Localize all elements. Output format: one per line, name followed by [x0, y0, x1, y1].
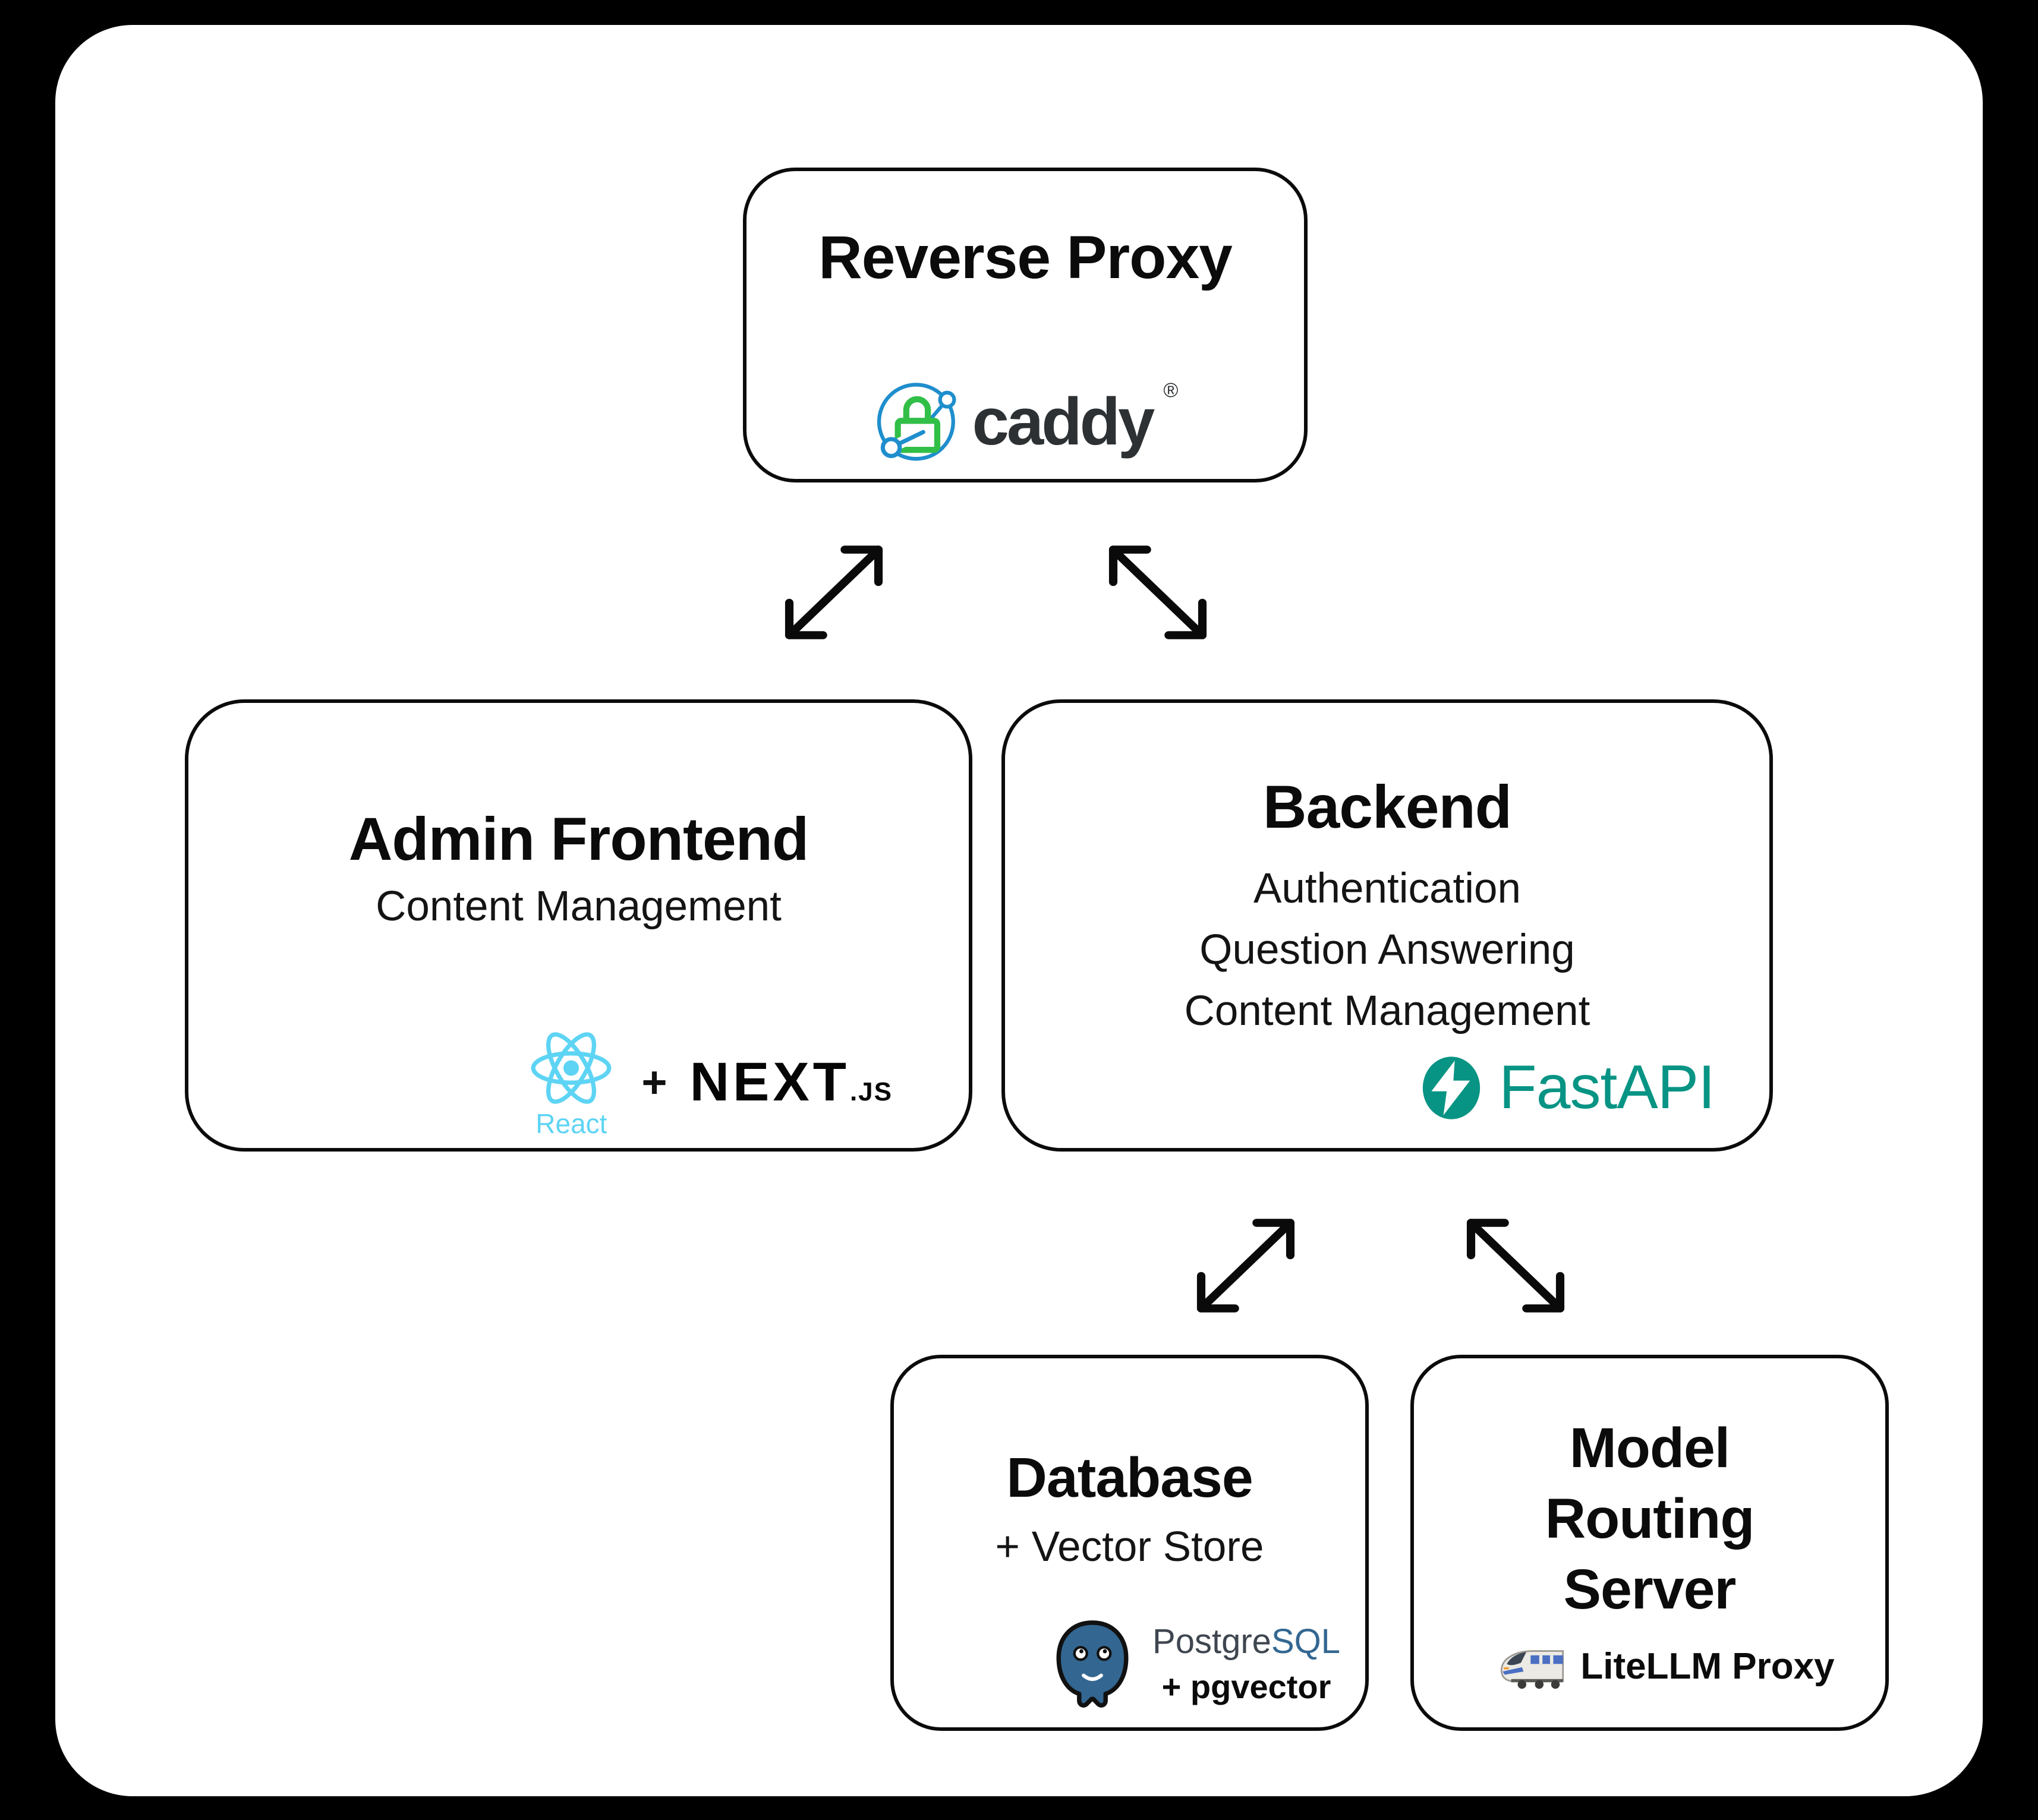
- node-reverse-proxy: Reverse Proxy caddy ®: [743, 168, 1308, 482]
- arrow-backend-database: [1196, 1219, 1295, 1313]
- database-subtitle: + Vector Store: [995, 1523, 1264, 1570]
- backend-feature: Authentication: [1253, 865, 1521, 913]
- bullet-train-icon: [1501, 1650, 1564, 1689]
- postgresql-logo: PostgreSQL + pgvector: [1048, 1617, 1365, 1711]
- admin-frontend-title: Admin Frontend: [348, 805, 809, 873]
- litellm-label: LiteLLM Proxy: [1580, 1645, 1835, 1687]
- postgresql-wordmark-sql: SQL: [1271, 1622, 1340, 1661]
- admin-frontend-tech-logos: React + NEXT .JS: [524, 1025, 969, 1140]
- postgresql-wordmark: PostgreSQL: [1152, 1622, 1340, 1661]
- model-routing-title-wrap: Model Routing Server: [1495, 1413, 1804, 1625]
- caddy-logo: caddy ®: [872, 377, 1179, 466]
- postgresql-wordmark-postgre: Postgre: [1152, 1622, 1271, 1661]
- database-title: Database: [1006, 1446, 1253, 1509]
- node-admin-frontend: Admin Frontend Content Management React …: [185, 699, 972, 1152]
- nextjs-wordmark-suffix: .JS: [849, 1077, 893, 1106]
- node-database: Database + Vector Store PostgreSQL + pgv…: [890, 1355, 1369, 1731]
- backend-feature: Content Management: [1184, 988, 1590, 1035]
- admin-frontend-subtitle: Content Management: [376, 883, 782, 930]
- nextjs-wordmark-main: NEXT: [689, 1052, 850, 1112]
- postgresql-elephant-icon: [1056, 1620, 1129, 1708]
- registered-trademark-symbol: ®: [1163, 378, 1179, 402]
- react-label: React: [536, 1108, 607, 1139]
- caddy-wordmark: caddy: [972, 384, 1155, 459]
- arrow-backend-model-routing-server: [1466, 1219, 1565, 1313]
- fastapi-logo: FastAPI: [1418, 1052, 1769, 1123]
- react-icon: [531, 1032, 612, 1104]
- backend-title: Backend: [1262, 773, 1512, 841]
- pgvector-label: + pgvector: [1161, 1668, 1331, 1705]
- fastapi-icon: [1422, 1056, 1481, 1119]
- fastapi-label: FastAPI: [1499, 1053, 1715, 1122]
- node-model-routing-server: Model Routing Server LiteLLM Proxy: [1410, 1355, 1889, 1731]
- react-logo: React: [524, 1025, 619, 1140]
- arrow-reverse-proxy-admin-frontend: [785, 545, 883, 639]
- node-backend: Backend Authentication Question Answerin…: [1001, 699, 1773, 1152]
- caddy-icon: [877, 383, 956, 461]
- litellm-logo: LiteLLM Proxy: [1497, 1638, 1835, 1695]
- diagram-card: Reverse Proxy caddy ® Admin Frontend: [55, 25, 1983, 1796]
- postgresql-text-block: PostgreSQL + pgvector: [1152, 1622, 1340, 1706]
- arrow-reverse-proxy-backend: [1108, 545, 1207, 639]
- plus-sign: +: [641, 1058, 667, 1107]
- backend-feature-list: Authentication Question Answering Conten…: [1185, 859, 1590, 1042]
- nextjs-wordmark: NEXT .JS: [690, 1051, 893, 1114]
- reverse-proxy-title: Reverse Proxy: [818, 223, 1233, 291]
- backend-feature: Question Answering: [1199, 926, 1575, 974]
- model-routing-title: Model Routing Server: [1545, 1417, 1755, 1621]
